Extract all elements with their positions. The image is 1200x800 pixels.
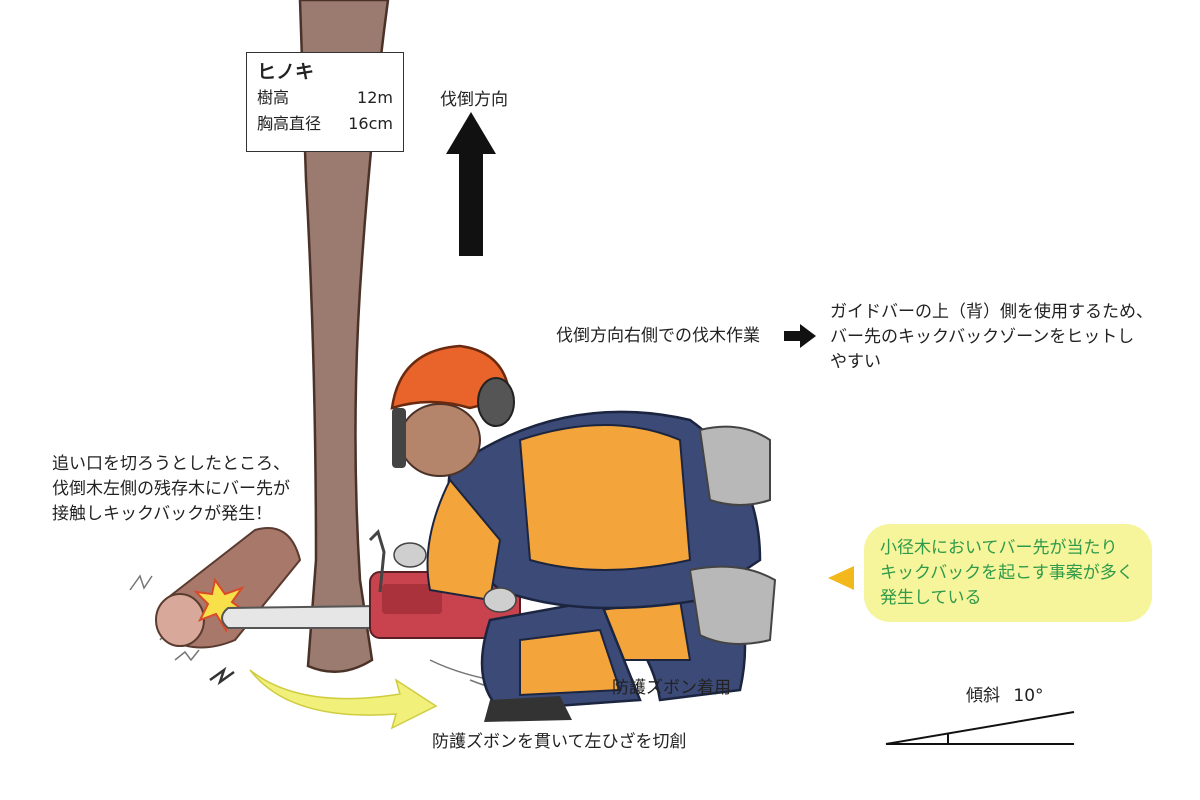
- tree-height-value: 12m: [357, 88, 393, 107]
- slope-label: 傾斜 10°: [966, 684, 1044, 709]
- slope-value: 10°: [1013, 686, 1044, 706]
- cut-stump-log: [155, 527, 302, 649]
- guidebar-note-line: やすい: [830, 352, 881, 372]
- slope-indicator: [885, 711, 1075, 745]
- callout-bubble: 小径木においてバー先が当たり キックバックを起こす事案が多く 発生している: [864, 524, 1152, 622]
- slope-word: 傾斜: [966, 686, 1000, 706]
- ear-muff: [477, 377, 515, 427]
- tree-diameter-label: 胸高直径: [257, 114, 322, 133]
- glove-left: [393, 542, 427, 568]
- glove-right: [483, 587, 517, 613]
- callout-line: 小径木においてバー先が当たり: [880, 538, 1118, 558]
- callout-line: キックバックを起こす事案が多く: [880, 563, 1134, 583]
- felling-direction-arrow: [446, 112, 496, 256]
- kickback-event-line: 伐倒木左側の残存木にバー先が: [52, 479, 290, 499]
- tree-trunk: [298, 0, 390, 673]
- kickback-event-line: 追い口を切ろうとしたところ、: [52, 454, 290, 474]
- protective-pants-label: 防護ズボン着用: [612, 678, 731, 698]
- right-side-work-label: 伐倒方向右側での伐木作業: [556, 326, 760, 346]
- tool-pouch-lower: [688, 565, 777, 645]
- guidebar-note-line: ガイドバーの上（背）側を使用するため、: [830, 302, 1153, 322]
- callout-pointer: [828, 566, 854, 590]
- tool-pouch-upper: [698, 425, 771, 506]
- kickback-spark: [193, 577, 250, 633]
- felling-direction-label: 伐倒方向: [440, 90, 508, 110]
- callout-line: 発生している: [880, 588, 982, 608]
- tree-species: ヒノキ: [257, 61, 315, 83]
- guidebar-note-line: バー先のキックバックゾーンをヒットし: [830, 327, 1135, 347]
- tree-diameter-row: 胸高直径 16cm: [257, 111, 393, 137]
- tree-height-label: 樹高: [257, 88, 290, 107]
- kickback-event-note: 追い口を切ろうとしたところ、 伐倒木左側の残存木にバー先が 接触しキックバックが…: [52, 452, 290, 527]
- guidebar-note: ガイドバーの上（背）側を使用するため、 バー先のキックバックゾーンをヒットし や…: [830, 300, 1153, 375]
- worker-figure: [390, 344, 777, 722]
- tree-height-row: 樹高 12m: [257, 85, 393, 111]
- injury-label: 防護ズボンを貫いて左ひざを切創: [432, 732, 687, 752]
- kickback-motion-arrow: [249, 669, 438, 730]
- kickback-event-line: 接触しキックバックが発生！: [52, 504, 273, 524]
- tree-info-box: ヒノキ 樹高 12m 胸高直径 16cm: [246, 52, 404, 152]
- tree-diameter-value: 16cm: [348, 114, 393, 133]
- note-arrow: [784, 324, 816, 348]
